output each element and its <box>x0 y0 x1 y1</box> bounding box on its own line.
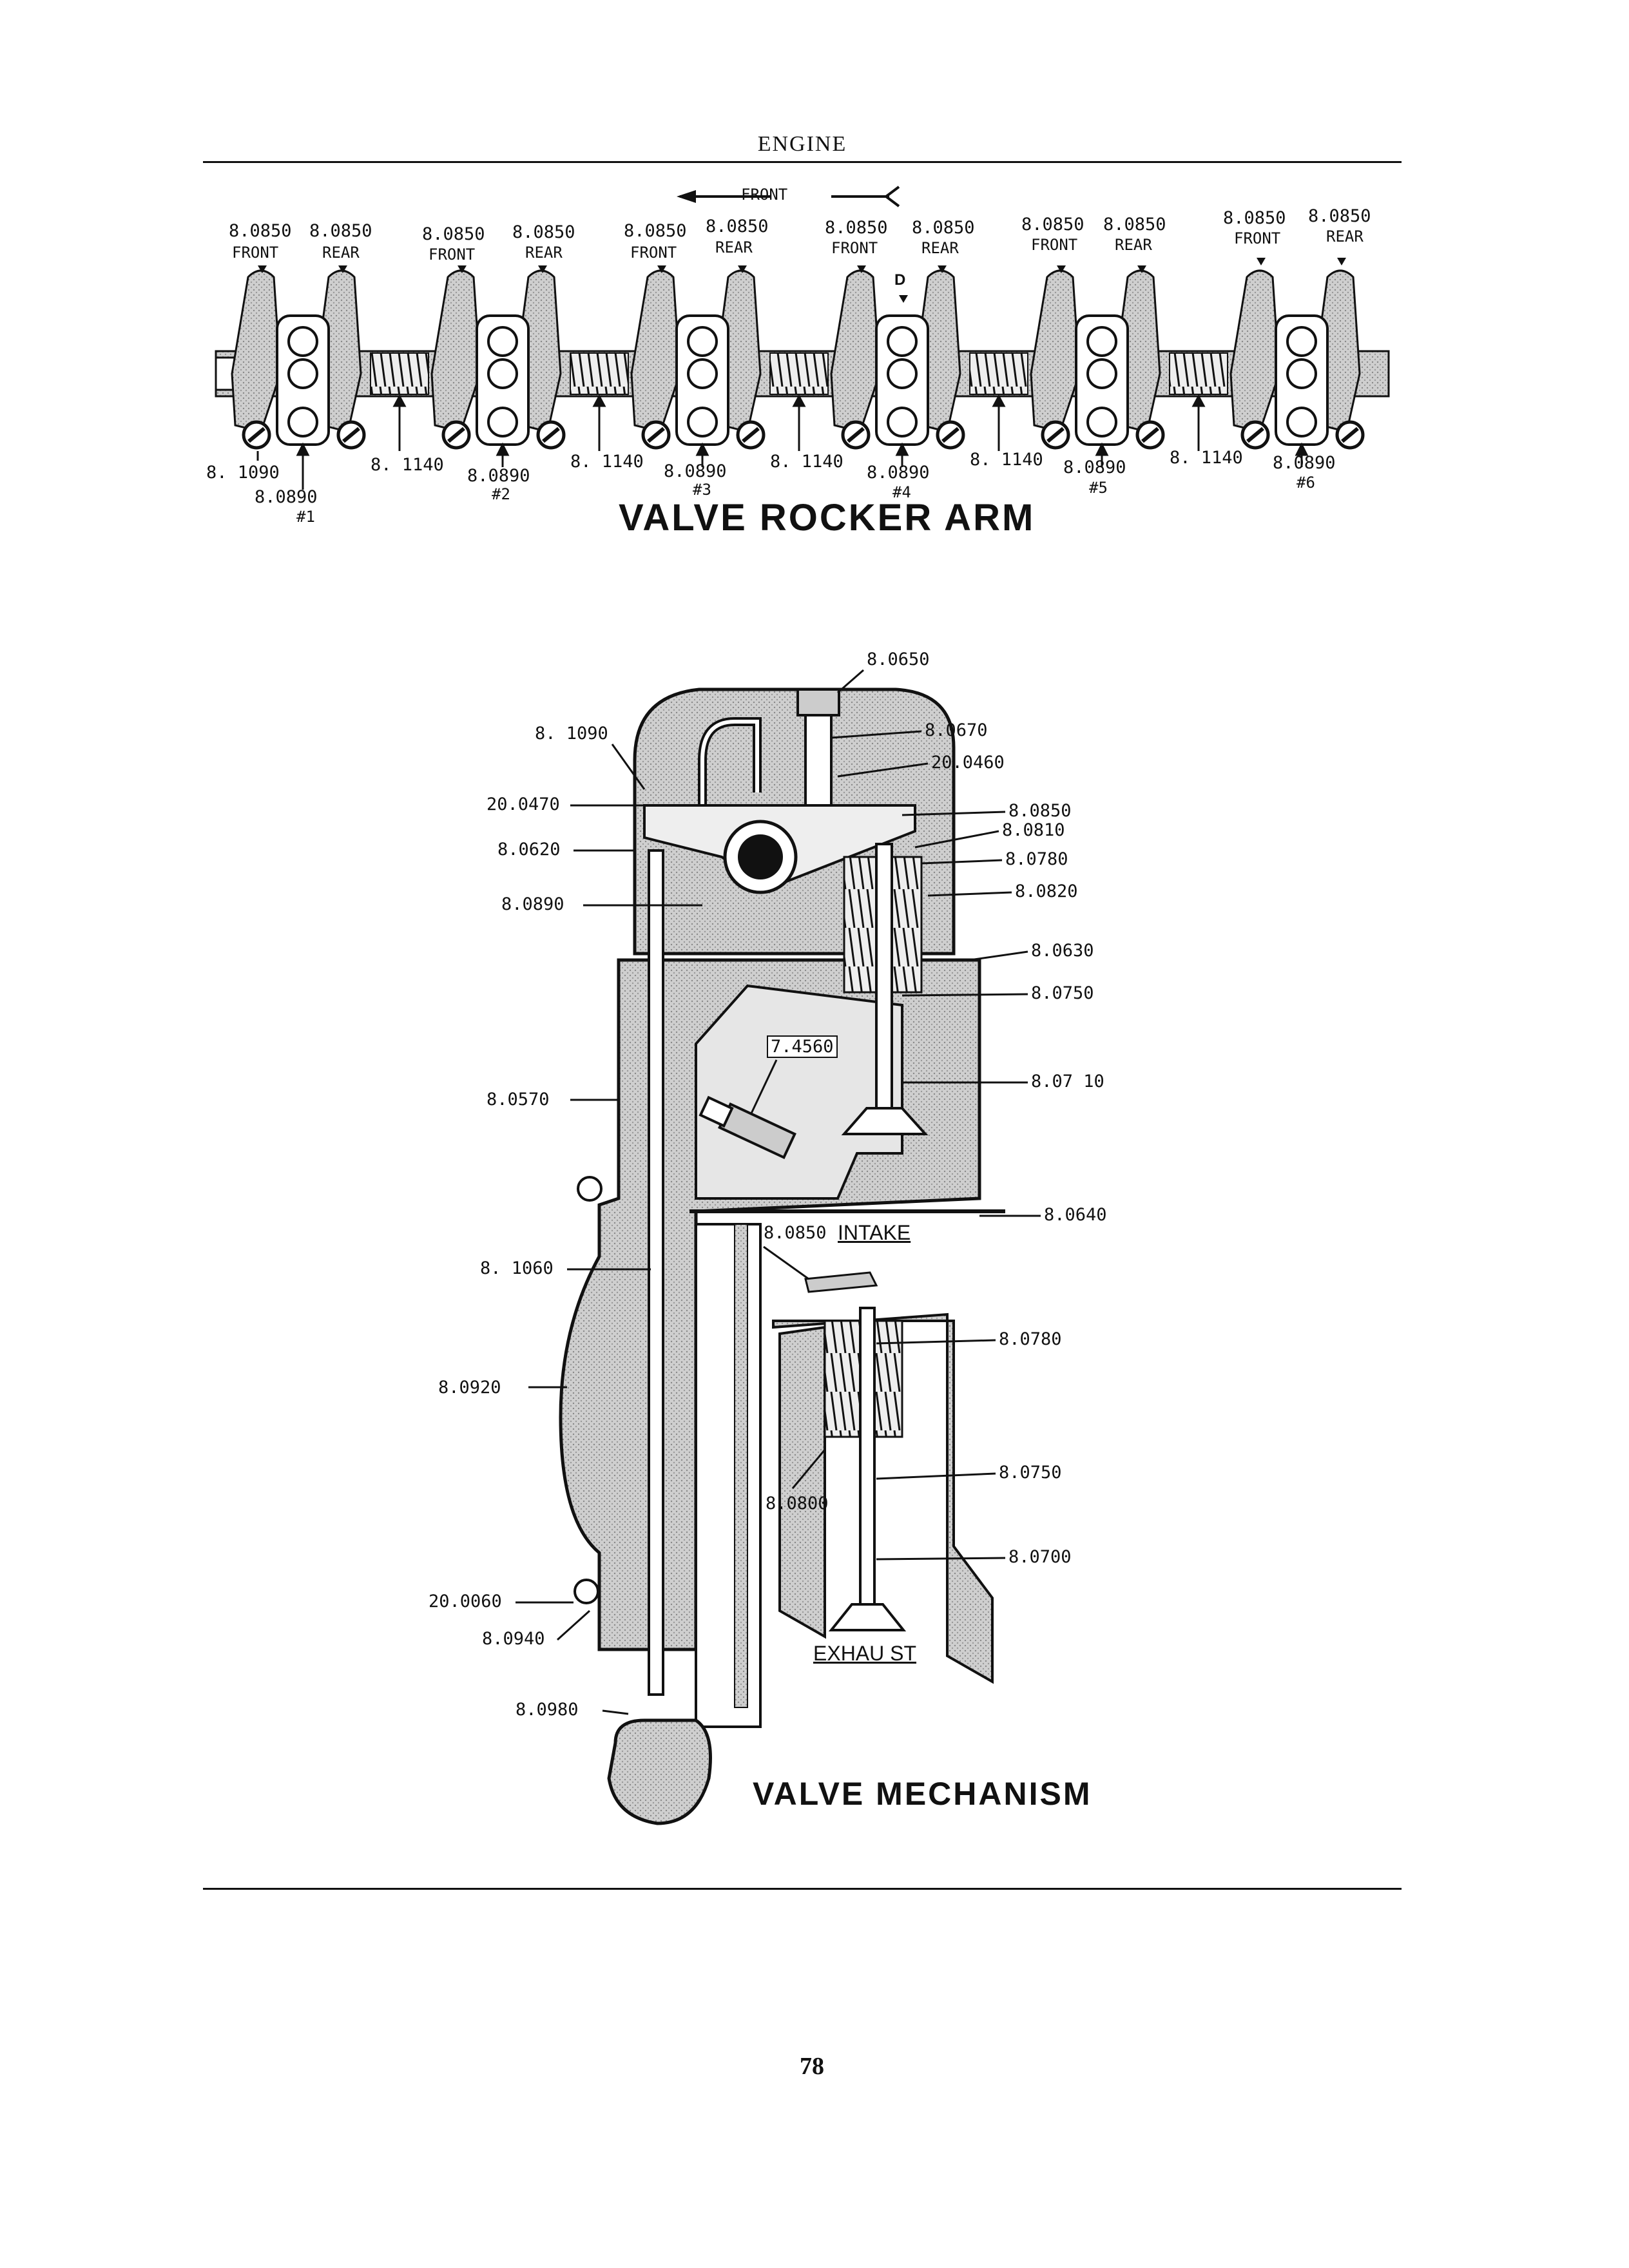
valve-mechanism-title: VALVE MECHANISM <box>753 1776 1092 1812</box>
label-8-0820: 8.0820 <box>1015 881 1078 901</box>
label-8-0920: 8.0920 <box>438 1378 501 1398</box>
top-label-2-side: REAR <box>322 244 360 262</box>
label-8-0780-exhaust: 8.0780 <box>999 1329 1062 1349</box>
top-rule <box>203 161 1402 163</box>
support-4-num: #4 <box>892 483 911 501</box>
label-8-0750: 8.0750 <box>1031 983 1094 1003</box>
label-8-0980: 8.0980 <box>516 1700 579 1720</box>
label-20-0460: 20.0460 <box>931 753 1005 773</box>
support-1-num: #1 <box>296 508 315 526</box>
spring-label-4: 8. 1140 <box>970 450 1043 470</box>
spring-label-3: 8. 1140 <box>770 452 843 472</box>
top-label-12-side: REAR <box>1326 227 1364 245</box>
support-1-part: 8.0890 <box>255 487 318 507</box>
top-label-7-side: FRONT <box>831 239 878 257</box>
page-header: ENGINE <box>757 132 847 156</box>
valve-mechanism-diagram <box>559 687 1005 1825</box>
exhaust-label: EXHAU ST <box>813 1642 917 1665</box>
top-label-8-part: 8.0850 <box>912 218 975 238</box>
bottom-arrows <box>256 394 1309 490</box>
label-8-0570: 8.0570 <box>487 1090 550 1110</box>
label-8-1060: 8. 1060 <box>480 1258 554 1278</box>
top-label-7-part: 8.0850 <box>825 218 888 238</box>
top-label-10-side: REAR <box>1115 236 1152 254</box>
top-label-10-part: 8.0850 <box>1103 215 1166 235</box>
label-8-0630: 8.0630 <box>1031 941 1094 961</box>
label-20-0470: 20.0470 <box>487 794 560 814</box>
top-label-4-part: 8.0850 <box>512 222 575 242</box>
top-label-6-side: REAR <box>715 238 753 256</box>
bottom-rule <box>203 1888 1402 1890</box>
support-2-num: #2 <box>492 485 510 503</box>
spring-label-5: 8. 1140 <box>1170 448 1243 468</box>
rocker-arm-title: VALVE ROCKER ARM <box>619 497 1036 539</box>
leader-lines <box>516 669 1041 1715</box>
label-8-0810: 8.0810 <box>1002 820 1065 840</box>
label-8-0850-intake: 8.0850 <box>764 1223 827 1243</box>
rocker-group <box>231 269 366 450</box>
top-label-9-side: FRONT <box>1031 236 1078 254</box>
label-8-0890: 8.0890 <box>501 894 564 914</box>
top-label-3-part: 8.0850 <box>422 224 485 244</box>
label-8-0650: 8.0650 <box>867 649 930 669</box>
top-label-5-part: 8.0850 <box>624 221 687 241</box>
support-5-num: #5 <box>1089 479 1108 497</box>
top-label-9-part: 8.0850 <box>1021 215 1084 235</box>
support-3-part: 8.0890 <box>664 461 727 481</box>
label-8-0750-exhaust: 8.0750 <box>999 1463 1062 1483</box>
support-4-part: 8.0890 <box>867 463 930 483</box>
top-label-6-part: 8.0850 <box>706 216 769 236</box>
label-8-0800: 8.0800 <box>766 1494 829 1514</box>
support-5-part: 8.0890 <box>1063 457 1126 477</box>
top-label-11-part: 8.0850 <box>1223 208 1286 228</box>
top-label-11-side: FRONT <box>1234 229 1281 247</box>
top-label-8-side: REAR <box>921 239 959 257</box>
screw-label: 8. 1090 <box>206 463 280 483</box>
label-8-0710: 8.07 10 <box>1031 1072 1104 1091</box>
top-label-5-side: FRONT <box>630 244 677 262</box>
label-20-0060: 20.0060 <box>429 1591 502 1611</box>
support-6-num: #6 <box>1296 474 1315 492</box>
label-8-0700: 8.0700 <box>1008 1547 1072 1567</box>
label-8-0640: 8.0640 <box>1044 1205 1107 1225</box>
top-label-2-part: 8.0850 <box>309 221 372 241</box>
label-8-0940: 8.0940 <box>482 1629 545 1649</box>
label-8-1090: 8. 1090 <box>535 724 608 744</box>
front-arrow-label: FRONT <box>741 186 788 204</box>
spring-label-2: 8. 1140 <box>570 452 644 472</box>
top-label-1-part: 8.0850 <box>229 221 292 241</box>
marker-d: D <box>894 271 906 289</box>
label-8-0620: 8.0620 <box>497 840 561 860</box>
label-8-0670: 8.0670 <box>925 720 988 740</box>
top-label-12-part: 8.0850 <box>1308 206 1371 226</box>
support-2-part: 8.0890 <box>467 466 530 486</box>
label-8-0780: 8.0780 <box>1005 849 1068 869</box>
page-number: 78 <box>800 2053 824 2080</box>
label-7-4560: 7.4560 <box>767 1035 838 1058</box>
top-label-4-side: REAR <box>525 244 563 262</box>
label-8-0850: 8.0850 <box>1008 801 1072 821</box>
top-markers <box>258 258 1346 273</box>
top-label-3-side: FRONT <box>429 245 476 264</box>
spring-label-1: 8. 1140 <box>371 455 444 475</box>
support-6-part: 8.0890 <box>1273 453 1336 473</box>
support-3-num: #3 <box>693 481 711 499</box>
intake-label: INTAKE <box>838 1221 911 1244</box>
top-label-1-side: FRONT <box>232 244 279 262</box>
